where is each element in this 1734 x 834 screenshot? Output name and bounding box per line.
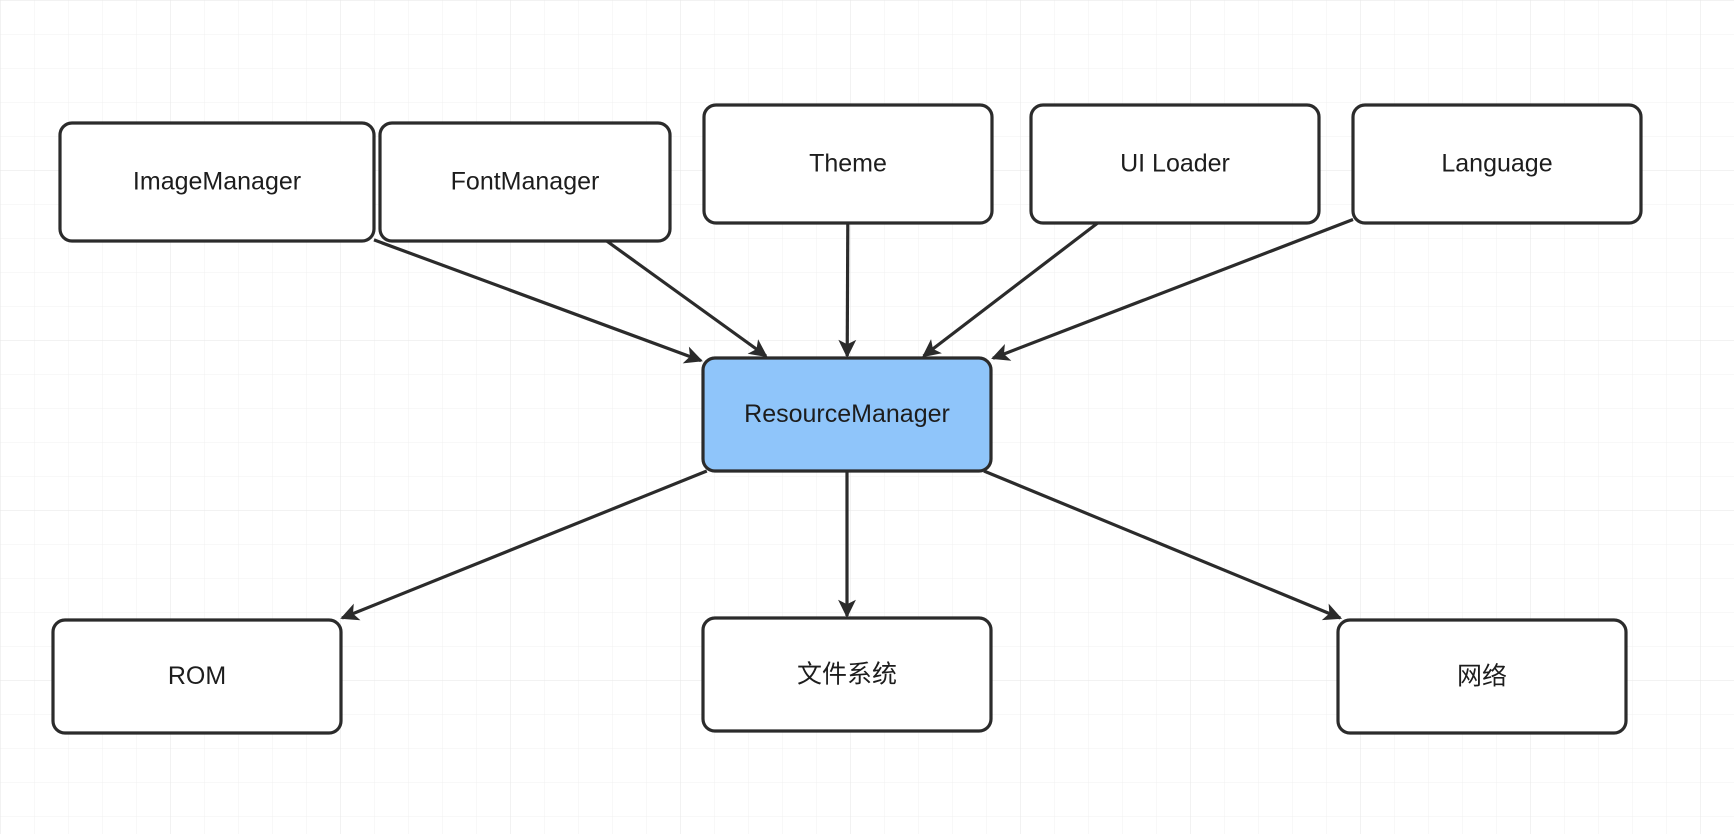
node-label-ui-loader: UI Loader [1120, 150, 1230, 178]
node-language[interactable]: Language [1351, 103, 1643, 225]
node-label-image-manager: ImageManager [133, 168, 301, 196]
edge-layer [340, 218, 1354, 621]
node-shape-file-system[interactable] [701, 616, 993, 733]
node-file-system[interactable]: 文件系统 [701, 616, 993, 733]
node-network[interactable]: 网络 [1336, 618, 1628, 735]
edge-font-manager-to-resource-manager[interactable] [605, 239, 768, 358]
edge-resource-manager-to-rom[interactable] [340, 469, 708, 621]
node-shape-language[interactable] [1351, 103, 1643, 225]
node-resource-manager[interactable]: ResourceManager [701, 356, 993, 473]
node-label-theme: Theme [809, 150, 887, 178]
node-shape-image-manager[interactable] [58, 121, 376, 243]
node-label-rom: ROM [168, 662, 226, 690]
node-shape-rom[interactable] [51, 618, 343, 735]
edge-language-to-resource-manager[interactable] [991, 218, 1354, 361]
node-shape-ui-loader[interactable] [1029, 103, 1321, 225]
node-shape-theme[interactable] [702, 103, 994, 225]
node-label-network: 网络 [1457, 662, 1507, 691]
edge-image-manager-to-resource-manager[interactable] [373, 238, 703, 364]
node-theme[interactable]: Theme [702, 103, 994, 225]
node-label-font-manager: FontManager [451, 168, 600, 196]
node-rom[interactable]: ROM [51, 618, 343, 735]
node-ui-loader[interactable]: UI Loader [1029, 103, 1321, 225]
edge-theme-to-resource-manager[interactable] [838, 222, 857, 358]
node-label-resource-manager: ResourceManager [744, 400, 950, 428]
node-label-language: Language [1441, 150, 1552, 178]
node-image-manager[interactable]: ImageManager [58, 121, 376, 243]
node-font-manager[interactable]: FontManager [378, 121, 672, 243]
edge-resource-manager-to-network[interactable] [983, 469, 1343, 621]
node-label-file-system: 文件系统 [797, 660, 897, 689]
edge-ui-loader-to-resource-manager[interactable] [922, 221, 1099, 358]
node-shape-resource-manager[interactable] [701, 356, 993, 473]
node-layer: ImageManager FontManager Theme UI Loader Lan… [51, 103, 1643, 735]
node-shape-font-manager[interactable] [378, 121, 672, 243]
node-shape-network[interactable] [1336, 618, 1628, 735]
